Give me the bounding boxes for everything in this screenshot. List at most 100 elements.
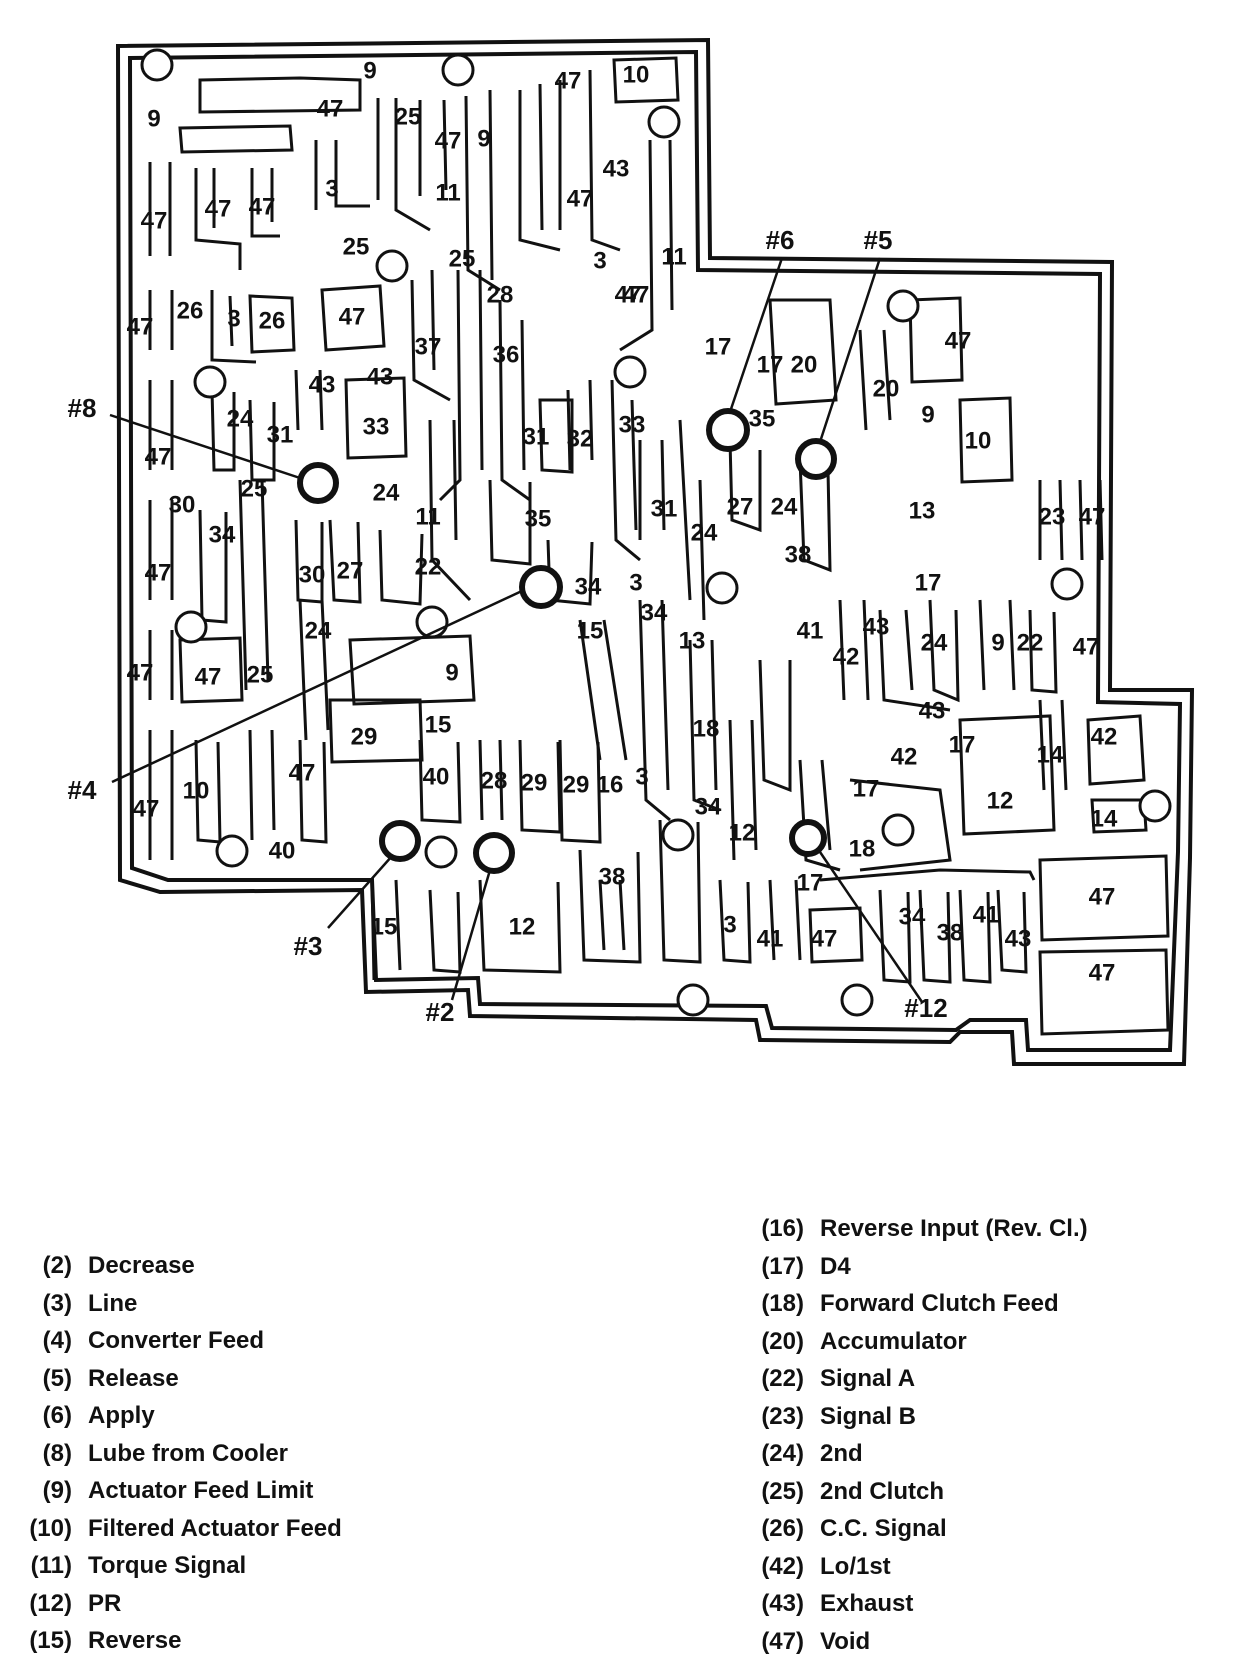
legend-item: (3)Line [43, 1285, 342, 1323]
legend-item: (23)Signal B [761, 1398, 1088, 1436]
legend-item: (6) Apply [43, 1397, 342, 1435]
passage-label: 43 [367, 363, 394, 390]
passage-label: 34 [575, 573, 602, 600]
passage-label: 14 [1091, 805, 1118, 832]
passage-label: 38 [937, 919, 964, 946]
legend-item: (16)Reverse Input (Rev. Cl.) [761, 1210, 1087, 1248]
bolt-hole [441, 53, 475, 87]
legend-code: (2) [42, 1252, 72, 1279]
passage-label: 43 [1005, 925, 1032, 952]
passage-label: 47 [1089, 883, 1116, 910]
legend-code: (12) [29, 1589, 72, 1617]
legend-item: (2)Decrease [43, 1247, 342, 1285]
legend-item: (47)Void [761, 1623, 1088, 1661]
passage-label: 32 [567, 425, 594, 452]
legend-item: (9)Actuator Feed Limit [43, 1472, 342, 1510]
legend-code: (23) [761, 1402, 804, 1430]
passage-label: 10 [183, 777, 210, 804]
passage-label: 34 [899, 903, 926, 930]
check-ball-5 [795, 438, 837, 480]
passage-label: 24 [921, 629, 948, 656]
passage-label: 42 [833, 643, 860, 670]
passage-label: 30 [299, 561, 326, 588]
legend-name: Apply [88, 1402, 155, 1429]
passage-label: 28 [481, 767, 508, 794]
legend-item: (26)C.C. Signal [761, 1510, 1088, 1548]
callout-label: #12 [904, 993, 947, 1023]
legend-item: (4) Converter Feed [43, 1322, 342, 1360]
passage-label: 20 [873, 375, 900, 402]
callout-leaders [109, 257, 924, 1003]
passage-label: 3 [635, 763, 648, 790]
passage-label: 9 [991, 629, 1004, 656]
legend-name: Converter Feed [88, 1327, 265, 1354]
legend-code: (24) [761, 1440, 804, 1467]
passage-label: 22 [1017, 629, 1044, 656]
passage-label: 9 [147, 105, 160, 132]
passage-label: 25 [247, 661, 274, 688]
passage-label: 47 [623, 281, 650, 308]
passage-label: 17 [915, 569, 942, 596]
passage-label: 47 [205, 195, 232, 222]
passage-label: 47 [289, 759, 316, 786]
passage-label: 34 [641, 599, 668, 626]
legend-name: Forward Clutch Feed [820, 1290, 1059, 1317]
passage-label: 23 [1039, 503, 1066, 530]
legend-left-column: (2)Decrease (3)Line (4) Converter Feed (5… [29, 1247, 342, 1660]
passage-label: 24 [305, 617, 332, 644]
passage-label: 40 [423, 763, 450, 790]
legend-name: Release [88, 1364, 179, 1392]
passage-label: 9 [477, 125, 490, 152]
passage-label: 38 [785, 541, 812, 568]
legend-name: Torque Signal [88, 1552, 247, 1579]
passage-label: 25 [241, 475, 268, 502]
legend-name: Exhaust [820, 1590, 914, 1617]
legend-name: Lube from Cooler [88, 1439, 289, 1467]
passage-label: 47 [1089, 959, 1116, 986]
passage-label: 43 [863, 613, 890, 640]
legend-code: (43) [761, 1590, 804, 1617]
check-ball-12 [789, 819, 827, 857]
legend-code: (5) [42, 1364, 72, 1392]
passage-label: 43 [309, 371, 336, 398]
passage-label: 31 [267, 421, 294, 448]
passage-label: 11 [435, 179, 460, 206]
passage-label: 15 [371, 913, 398, 940]
legend-item: (12)PR [29, 1585, 342, 1623]
legend-code: (17) [761, 1252, 804, 1280]
passage-label: 11 [661, 243, 686, 270]
bolt-hole [881, 813, 915, 847]
passage-label: 9 [363, 57, 376, 84]
passage-label: 34 [695, 793, 722, 820]
passage-label: 40 [269, 837, 296, 864]
legend-name: 2nd Clutch [820, 1477, 944, 1505]
passage-label: 3 [593, 247, 606, 274]
legend-code: (6) [42, 1402, 72, 1429]
check-ball-callouts: #8 #6 #5 #4 #3 #2 #12 [68, 225, 948, 1027]
callout-label: #8 [68, 393, 97, 423]
passage-label: 43 [919, 697, 946, 724]
callout-label: #6 [766, 225, 795, 255]
bolt-hole [140, 48, 174, 82]
passage-label: 26 [259, 307, 286, 334]
legend-code: (8) [42, 1439, 72, 1467]
valve-body-plate-outline [115, 37, 1195, 1066]
passage-label: 37 [415, 333, 442, 360]
callout-label: #3 [294, 931, 323, 961]
passage-label: 47 [317, 95, 344, 122]
legend-code: (3) [42, 1289, 72, 1317]
passage-label: 14 [1037, 741, 1064, 768]
passage-label: 17 [853, 775, 880, 802]
passage-label: 47 [141, 207, 168, 234]
bolt-hole [215, 834, 249, 868]
valve-body-diagram: 9 47 25 47 9 10 47 43 47 47 9 3 47 47 47… [68, 37, 1195, 1066]
passage-label: 22 [415, 553, 442, 580]
check-ball-4 [519, 565, 563, 609]
legend-code: (4) [42, 1327, 72, 1354]
passage-label: 12 [987, 787, 1014, 814]
legend-item: (17)D4 [761, 1248, 1088, 1286]
passage-label: 47 [145, 443, 172, 470]
legend-code: (9) [42, 1477, 72, 1504]
passage-label: 24 [373, 479, 400, 506]
check-balls [297, 408, 837, 874]
